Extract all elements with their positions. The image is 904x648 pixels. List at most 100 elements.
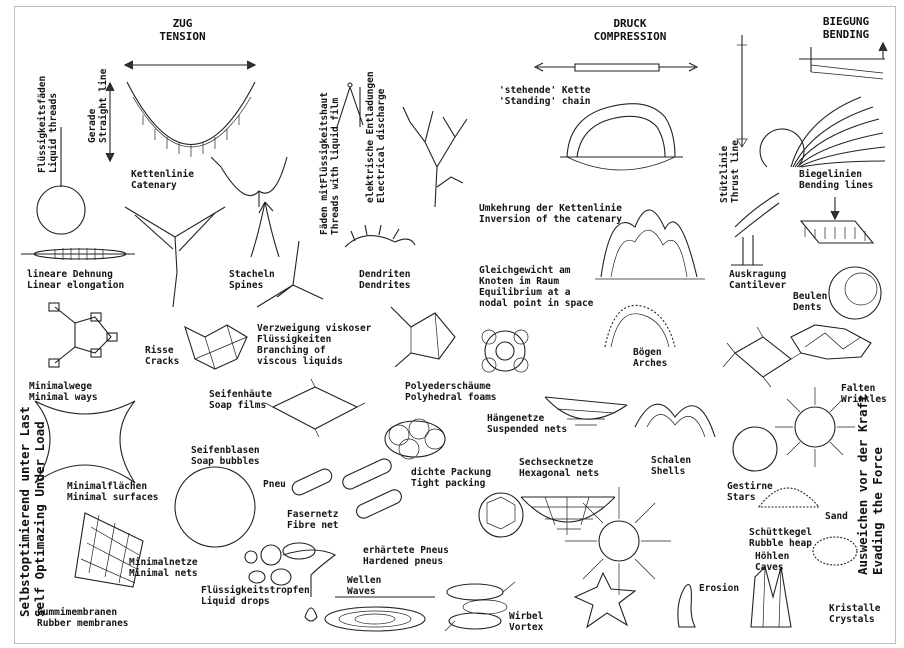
label-text: Sechsecknetze bbox=[519, 457, 599, 468]
label-text: elektrische Entladungen bbox=[365, 71, 376, 203]
label-text: Catenary bbox=[131, 180, 194, 191]
label-text: Hexagonal nets bbox=[519, 468, 599, 479]
label-soap-bubbles: Seifenblasen Soap bubbles bbox=[191, 445, 260, 467]
label-text: Höhlen bbox=[755, 551, 789, 562]
label-text: Polyhedral foams bbox=[405, 392, 497, 403]
label-pneu: Pneu bbox=[263, 479, 286, 490]
label-text: Caves bbox=[755, 562, 789, 573]
label-text: Soap films bbox=[209, 400, 272, 411]
polyhedral-nodes-drawing bbox=[482, 330, 528, 372]
label-inversion: Umkehrung der Kettenlinie Inversion of t… bbox=[479, 203, 622, 225]
label-text: Cantilever bbox=[729, 280, 786, 291]
label-text: Liquid drops bbox=[201, 596, 310, 607]
label-liquid-threads: Flüssigkeitsfäden Liquid threads bbox=[37, 76, 59, 173]
spines-drawing bbox=[251, 202, 323, 307]
header-compression: DRUCK COMPRESSION bbox=[575, 17, 685, 43]
label-text: Branching of bbox=[257, 345, 371, 356]
label-liquid-drops: Flüssigkeitstropfen Liquid drops bbox=[201, 585, 310, 607]
label-text: lineare Dehnung bbox=[27, 269, 124, 280]
electrical-discharge-drawing bbox=[403, 107, 467, 207]
wrinkles-drawing bbox=[791, 325, 871, 359]
label-text: Vortex bbox=[509, 622, 543, 633]
dendrite-drawing bbox=[345, 225, 415, 247]
stars-sphere-drawing bbox=[733, 427, 777, 471]
label-vortex: Wirbel Vortex bbox=[509, 611, 543, 633]
label-text: nodal point in space bbox=[479, 298, 593, 309]
label-text: Erosion bbox=[699, 583, 739, 594]
label-hardened-pneus: erhärtete Pneus Hardened pneus bbox=[363, 545, 449, 567]
bending-lines-drawing bbox=[791, 97, 885, 167]
label-text: Minimalnetze bbox=[129, 557, 198, 568]
erosion-drawing bbox=[678, 585, 695, 628]
label-text: Liquid threads bbox=[48, 76, 59, 173]
label-text: Bögen bbox=[633, 347, 667, 358]
label-text: Tight packing bbox=[411, 478, 491, 489]
side-left-en: Self Optimazing Under Load bbox=[32, 406, 47, 617]
side-right-en: Evading the Force bbox=[870, 394, 885, 575]
label-text: Electrical discharge bbox=[376, 71, 387, 203]
tree-fork-drawing bbox=[125, 207, 225, 307]
label-shells: Schalen Shells bbox=[651, 455, 691, 477]
label-text: Schüttkegel bbox=[749, 527, 812, 538]
label-minimal-surfaces: Minimalflächen Minimal surfaces bbox=[67, 481, 159, 503]
label-text: Verzweigung viskoser bbox=[257, 323, 371, 334]
label-dendrites: Dendriten Dendrites bbox=[359, 269, 410, 291]
label-text: Stacheln bbox=[229, 269, 275, 280]
label-text: Risse bbox=[145, 345, 179, 356]
side-left-de: Selbstoptimierend unter Last bbox=[17, 406, 32, 617]
label-bending-lines: Biegelinien Bending lines bbox=[799, 169, 873, 191]
label-rubber-membranes: Gummimembranen Rubber membranes bbox=[37, 607, 129, 629]
label-wrinkles: Falten Wrinkles bbox=[841, 383, 887, 405]
hexagon-ball-drawing bbox=[479, 493, 523, 537]
label-threads-liquid-film: Fäden mitFlüssigkeitshaut Threads with l… bbox=[319, 92, 341, 235]
label-text: viscous liquids bbox=[257, 356, 371, 367]
side-title-left: Selbstoptimierend unter Last Self Optima… bbox=[17, 406, 47, 617]
label-spines: Stacheln Spines bbox=[229, 269, 275, 291]
label-tight-packing: dichte Packung Tight packing bbox=[411, 467, 491, 489]
viscous-branching-drawing bbox=[391, 307, 455, 367]
cantilever-drawing bbox=[731, 193, 779, 265]
waves-drawing bbox=[325, 597, 435, 631]
label-soap-films: Seifenhäute Soap films bbox=[209, 389, 272, 411]
bending-beam bbox=[799, 43, 887, 79]
compression-bar bbox=[535, 63, 697, 71]
label-caves: Höhlen Caves bbox=[755, 551, 789, 573]
label-standing-chain: 'stehende' Kette 'Standing' chain bbox=[499, 85, 591, 107]
label-text: Rubber membranes bbox=[37, 618, 129, 629]
arches-drawing bbox=[605, 305, 675, 347]
label-electrical-discharge: elektrische Entladungen Electrical disch… bbox=[365, 71, 387, 203]
label-thrust-line: Stützlinie Thrust line bbox=[719, 140, 741, 203]
label-text: Hardened pneus bbox=[363, 556, 449, 567]
label-text: dichte Packung bbox=[411, 467, 491, 478]
soap-bubble-drawing bbox=[175, 467, 255, 547]
side-title-right: Ausweichen vor der Kraft Evading the For… bbox=[855, 394, 885, 575]
label-text: Spines bbox=[229, 280, 275, 291]
label-catenary: Kettenlinie Catenary bbox=[131, 169, 194, 191]
label-text: Beulen bbox=[793, 291, 827, 302]
label-text: Kristalle bbox=[829, 603, 880, 614]
label-equilibrium: Gleichgewicht am Knoten im Raum Equilibr… bbox=[479, 265, 593, 309]
c-ring-drawing bbox=[760, 129, 804, 167]
label-text: Crystals bbox=[829, 614, 880, 625]
header-tension: ZUG TENSION bbox=[140, 17, 225, 43]
label-text: Dendrites bbox=[359, 280, 410, 291]
header-tension-en: TENSION bbox=[140, 30, 225, 43]
label-straight-line: Gerade Straight line bbox=[87, 69, 109, 143]
label-text: Arches bbox=[633, 358, 667, 369]
label-text: 'stehende' Kette bbox=[499, 85, 591, 96]
label-text: Threads with liquid film bbox=[330, 92, 341, 235]
label-text: Dendriten bbox=[359, 269, 410, 280]
tension-arrow bbox=[125, 61, 255, 69]
label-text: Flüssigkeiten bbox=[257, 334, 371, 345]
label-text: Dents bbox=[793, 302, 827, 313]
label-polyhedral-foams: Polyederschäume Polyhedral foams bbox=[405, 381, 497, 403]
tight-packing-drawing bbox=[385, 419, 445, 459]
star-sphere-drawing bbox=[565, 487, 671, 595]
crystals-drawing bbox=[751, 567, 791, 627]
label-fibre-net: Fasernetz Fibre net bbox=[287, 509, 338, 531]
label-waves: Wellen Waves bbox=[347, 575, 381, 597]
label-text: erhärtete Pneus bbox=[363, 545, 449, 556]
stretched-net-square-drawing bbox=[723, 327, 801, 387]
soap-film-square-drawing bbox=[265, 379, 365, 437]
linear-elongation-drawing bbox=[21, 248, 135, 260]
